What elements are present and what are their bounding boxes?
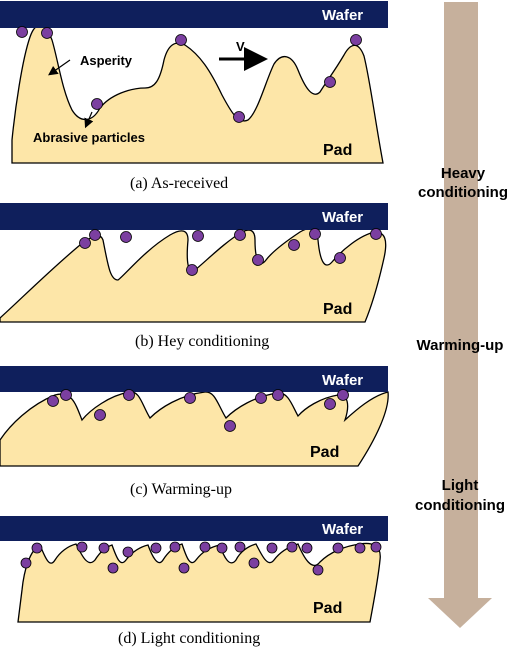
wafer-label-a: Wafer [322,7,363,24]
wafer-bar-a [0,1,388,28]
stage-light-line2: conditioning [415,497,505,514]
process-arrow [428,2,492,628]
abrasive-arrow [84,111,94,129]
particle [252,254,264,266]
asperity-label: Asperity [80,53,133,68]
particle [122,546,134,558]
abrasive-particles-a [16,26,362,123]
particle [178,562,190,574]
particle [20,557,32,569]
pad-label-c: Pad [310,444,339,461]
particle [301,542,313,554]
particle [370,228,382,240]
panel-c: Wafer Pad (c) Warming-up [0,366,389,498]
particle [107,562,119,574]
pad-label-b: Pad [323,301,352,318]
particle [312,564,324,576]
particle [266,542,278,554]
particle [60,389,72,401]
stage-labels: Heavy conditioning Warming-up Light cond… [415,165,508,514]
particle [350,34,362,46]
stage-heavy-line1: Heavy [441,165,486,182]
particle [309,228,321,240]
particle [332,542,344,554]
particle [47,395,59,407]
wafer-bar-d [0,516,388,541]
panel-d: Wafer Pad (d) Light conditioning [0,516,388,647]
wafer-bar-b [0,203,388,230]
wafer-label-b: Wafer [322,209,363,226]
particle [79,237,91,249]
pad-label-d: Pad [313,600,342,617]
velocity-label: V [236,39,245,54]
particle [370,541,382,553]
particle [76,541,88,553]
particle [184,392,196,404]
particle [216,542,228,554]
particle [224,420,236,432]
abrasive-particles-d [20,541,382,576]
particle [150,542,162,554]
stage-warming: Warming-up [417,337,504,354]
panel-a: Wafer Pad (a) As-received Asperity Abras… [0,1,388,192]
wafer-bar-c [0,366,388,392]
caption-c: (c) Warming-up [130,481,232,498]
particle [334,252,346,264]
particle [120,231,132,243]
particle [94,409,106,421]
caption-a: (a) As-received [130,175,228,192]
caption-b: (b) Hey conditioning [135,333,269,350]
particle [89,229,101,241]
pad-surface-a [11,24,384,164]
particle [233,111,245,123]
particle [123,389,135,401]
particle [286,541,298,553]
particle [192,230,204,242]
pad-label-a: Pad [323,142,352,159]
particle [175,34,187,46]
stage-light-line1: Light [442,477,479,494]
particle [186,264,198,276]
particle [199,541,211,553]
particle [354,542,366,554]
particle [98,542,110,554]
particle [234,229,246,241]
particle [288,239,300,251]
panel-b: Wafer Pad (b) Hey conditioning [0,203,388,350]
particle [91,98,103,110]
wafer-label-c: Wafer [322,372,363,389]
particle [169,541,181,553]
caption-d: (d) Light conditioning [118,630,260,647]
particle [234,541,246,553]
wafer-label-d: Wafer [322,521,363,538]
abrasive-particles-c [47,389,349,432]
particle [324,398,336,410]
particle [16,26,28,38]
particle [41,27,53,39]
particle [337,389,349,401]
particle [272,389,284,401]
asperity-arrow [48,59,71,76]
pad-surface-d [17,542,381,623]
abrasive-label: Abrasive particles [33,130,145,145]
particle [324,76,336,88]
particle [248,557,260,569]
stage-heavy-line2: conditioning [418,184,508,201]
particle [255,392,267,404]
abrasive-particles-b [79,228,382,276]
particle [31,542,43,554]
